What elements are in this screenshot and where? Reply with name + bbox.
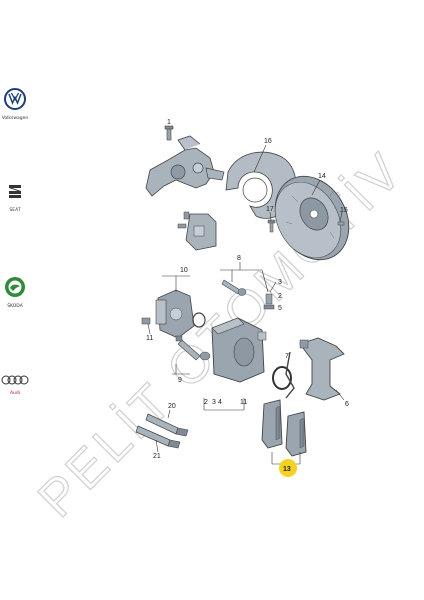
brand-caption-audi: Audi <box>9 391 21 396</box>
brake-disc <box>274 175 350 261</box>
wheel-bearing-housing <box>145 135 225 197</box>
callout-9: 9 <box>178 377 182 384</box>
vw-logo-icon <box>4 88 26 110</box>
callout-14: 14 <box>318 173 326 180</box>
callout-3-bottom: 3 <box>212 399 216 406</box>
spring-clip <box>285 351 295 399</box>
brand-caption-skoda: ŠKODA <box>7 304 23 309</box>
callout-group: 1 16 14 15 17 8 10 3 2 5 11 9 2 3 4 11 6… <box>146 119 349 473</box>
brand-skoda: ŠKODA <box>0 276 30 309</box>
callout-17: 17 <box>266 206 274 213</box>
brand-caption-seat: SEAT <box>9 208 21 213</box>
callout-5: 5 <box>278 305 282 312</box>
brake-paste-tube-21 <box>135 425 181 449</box>
brand-audi: Audi <box>0 372 30 396</box>
guide-pins <box>175 335 211 361</box>
highlight-marker <box>279 459 297 477</box>
callout-15: 15 <box>340 207 348 214</box>
brake-paste-tube-20 <box>145 413 189 437</box>
callout-7: 7 <box>285 353 289 360</box>
callout-10: 10 <box>180 267 188 274</box>
callout-21: 21 <box>153 453 161 460</box>
callout-13: 13 <box>283 466 291 473</box>
callout-16: 16 <box>264 138 272 145</box>
brake-caliper <box>211 317 267 383</box>
callout-4: 4 <box>218 399 222 406</box>
brand-seat: SEAT <box>0 182 30 213</box>
callout-8: 8 <box>237 255 241 262</box>
bracket-small <box>177 211 217 251</box>
callout-1: 1 <box>167 119 171 126</box>
audi-logo-icon <box>1 375 29 385</box>
brand-volkswagen: Volkswagen <box>0 88 30 121</box>
callout-11a: 11 <box>146 335 153 342</box>
disc-screw <box>337 221 345 226</box>
piston-seal <box>272 366 292 390</box>
shield-bolt <box>267 219 276 233</box>
bolt-cluster <box>221 279 275 310</box>
brake-pads <box>261 399 307 457</box>
callout-2-bottom: 2 <box>204 399 208 406</box>
callout-20: 20 <box>168 403 176 410</box>
callout-2: 2 <box>278 293 282 300</box>
bolt-top <box>164 125 174 141</box>
seat-logo-icon <box>9 185 21 198</box>
seal-ring-small <box>192 312 206 328</box>
brake-carrier <box>299 337 345 401</box>
caliper-housing <box>141 289 195 339</box>
callout-6: 6 <box>345 401 349 408</box>
brand-caption-vw: Volkswagen <box>1 116 29 121</box>
skoda-logo-icon <box>5 277 25 297</box>
callout-11b: 11 <box>240 399 247 406</box>
callout-3: 3 <box>278 279 282 286</box>
